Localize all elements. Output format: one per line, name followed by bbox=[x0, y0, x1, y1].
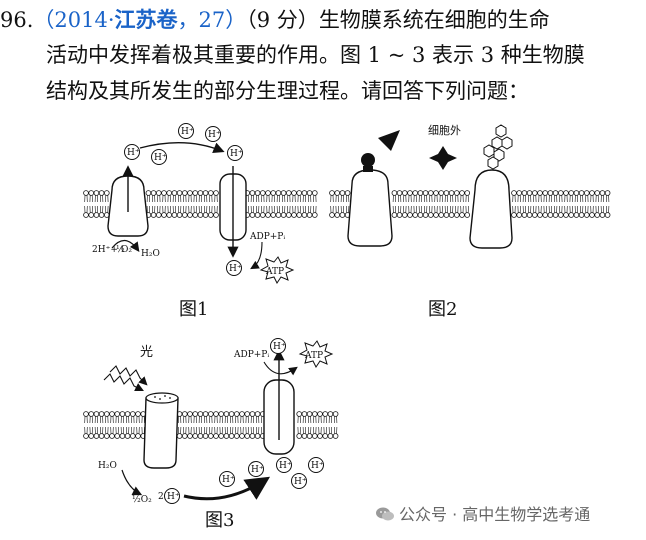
fig3-water-split-arrow bbox=[121, 469, 143, 496]
watermark: 公众号 · 高中生物学选考通 bbox=[375, 501, 590, 525]
fig3-atp-arrow bbox=[263, 361, 298, 376]
fig3-photosystem-top bbox=[145, 392, 179, 404]
fig1-h-3: H⁺ bbox=[208, 130, 221, 140]
fig3-atp-burst bbox=[298, 340, 334, 368]
fig3-h-3: H⁺ bbox=[251, 465, 264, 475]
fig2-star-signal bbox=[429, 146, 457, 170]
points: （9 分） bbox=[246, 8, 319, 32]
fig2-receptor-left bbox=[347, 169, 393, 247]
question-line-3: 结构及其所发生的部分生理过程。请回答下列问题： bbox=[46, 79, 529, 103]
membrane-1 bbox=[83, 190, 318, 218]
fig1-h-1: H⁺ bbox=[127, 148, 140, 158]
question-number: 96. bbox=[0, 8, 34, 32]
fig2-glycan-chain bbox=[483, 124, 513, 170]
source-open: （2014· bbox=[33, 8, 115, 32]
wechat-icon bbox=[376, 507, 394, 521]
fig3-h-6: H⁺ bbox=[311, 461, 324, 471]
fig3-proton-markers: H⁺ H⁺ H⁺ H⁺ H⁺ H⁺ H⁺ bbox=[164, 338, 324, 504]
fig1-atp: ATP bbox=[265, 267, 284, 277]
fig3-photosystem bbox=[143, 394, 179, 469]
fig2-receptor-right bbox=[469, 169, 513, 249]
fig3-transfer-arrow bbox=[183, 476, 271, 501]
fig3-h-5: H⁺ bbox=[294, 477, 307, 487]
fig2-triangle-signal bbox=[378, 130, 400, 151]
fig1-adp: ADP+Pᵢ bbox=[249, 232, 285, 242]
membrane-2 bbox=[329, 190, 611, 218]
fig3-h-1: H⁺ bbox=[273, 342, 286, 352]
fig1-reaction-left: 2H⁺+ bbox=[92, 245, 118, 255]
figure-3: 光 ADP+Pᵢ ATP H⁺ H⁺ H⁺ H⁺ H⁺ H⁺ H⁺ H₂O ½O… bbox=[83, 338, 339, 531]
fig3-h-2: H⁺ bbox=[222, 475, 235, 485]
question-line-2: 活动中发挥着极其重要的作用。图 1 ~ 3 表示 3 种生物膜 bbox=[46, 43, 585, 67]
fig1-atp-arrow bbox=[250, 241, 263, 270]
fig1-h-4: H⁺ bbox=[154, 153, 167, 163]
fig3-h2o: H₂O bbox=[98, 461, 117, 471]
fig1-atp-burst bbox=[259, 256, 295, 284]
fig1-o2: O₂ bbox=[121, 245, 132, 255]
fig1-proton-markers: H⁺ H⁺ H⁺ H⁺ H⁺ H⁺ bbox=[124, 123, 243, 276]
fig1-reaction-arrow bbox=[111, 239, 140, 252]
fig1-h-5: H⁺ bbox=[230, 149, 243, 159]
fig3-light-rays bbox=[103, 365, 148, 391]
source-close: ，27） bbox=[177, 8, 247, 32]
fig3-h-4: H⁺ bbox=[279, 461, 292, 471]
fig1-transfer-arrow bbox=[139, 142, 225, 154]
question-line-1: 96.（2014·江苏卷，27）（9 分）生物膜系统在细胞的生命 bbox=[0, 7, 550, 33]
source-province: 江苏卷 bbox=[114, 7, 178, 32]
fig3-atp: ATP bbox=[304, 351, 323, 361]
line1-rest: 生物膜系统在细胞的生命 bbox=[318, 8, 550, 32]
fig3-pigment-dots bbox=[154, 395, 171, 400]
fig1-h-2: H⁺ bbox=[181, 127, 194, 137]
figure-1: H⁺ H⁺ H⁺ H⁺ H⁺ H⁺ 2H⁺+ ½ O₂ H₂O ADP+Pᵢ A… bbox=[83, 123, 318, 320]
fig3-adp: ADP+Pᵢ bbox=[233, 350, 269, 360]
fig1-h-6: H⁺ bbox=[229, 264, 242, 274]
fig3-two: 2 bbox=[158, 492, 164, 502]
fig2-ligand-ball bbox=[361, 153, 375, 167]
fig3-caption: 图3 bbox=[205, 510, 234, 531]
fig3-h-7: H⁺ bbox=[167, 492, 180, 502]
fig2-ligand-stem bbox=[363, 166, 373, 172]
fig1-h2o: H₂O bbox=[141, 249, 160, 259]
fig2-outside-label: 细胞外 bbox=[428, 124, 461, 137]
fig1-caption: 图1 bbox=[179, 299, 208, 320]
membrane-3 bbox=[83, 411, 339, 439]
watermark-text: 公众号 · 高中生物学选考通 bbox=[399, 505, 591, 524]
fig3-light-label: 光 bbox=[140, 345, 153, 360]
figure-2: 细胞外 图2 bbox=[329, 124, 611, 320]
fig2-caption: 图2 bbox=[428, 299, 457, 320]
fig3-half-o2: ½O₂ bbox=[132, 494, 152, 505]
fig1-half: ½ bbox=[116, 244, 125, 255]
